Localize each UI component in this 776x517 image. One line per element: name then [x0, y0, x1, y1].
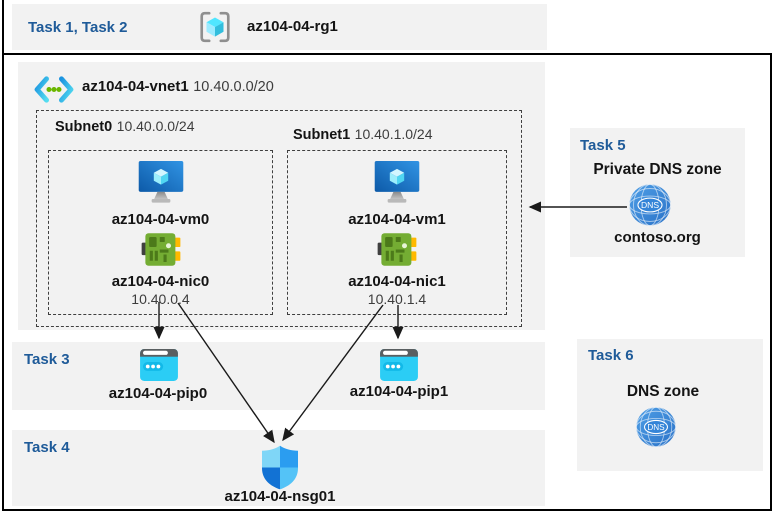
virtual-network-icon	[34, 76, 74, 103]
subnet0-content: az104-04-vm0 az104-04-nic0 10.40.0.4	[49, 151, 272, 314]
subnet0-name: Subnet0	[55, 119, 113, 135]
nic1-icon	[377, 233, 417, 266]
dns-zone-icon: DNS	[636, 407, 676, 447]
nic0-ip: 10.40.0.4	[131, 291, 190, 307]
task5-label: Task 5	[580, 137, 626, 154]
nic1-name: az104-04-nic1	[348, 273, 446, 290]
subnet0-cidr: 10.40.0.0/24	[116, 118, 195, 134]
vnet-cidr: 10.40.0.0/20	[193, 79, 274, 95]
private-dns-zone-title: Private DNS zone	[593, 161, 722, 178]
nic0-icon	[141, 233, 180, 266]
frame-border	[2, 53, 772, 511]
dns-icon-text: DNS	[641, 200, 659, 210]
nic0-name: az104-04-nic0	[111, 273, 210, 290]
task4-label: Task 4	[24, 439, 70, 456]
resource-group-icon	[200, 11, 230, 43]
private-dns-zone-icon: DNS	[629, 184, 671, 226]
task5-box: Task 5 Private DNS zone DNS contoso.org	[570, 128, 745, 257]
vm1-icon	[374, 160, 420, 203]
resource-group-name: az104-04-rg1	[247, 18, 338, 35]
pip1-icon	[380, 349, 418, 381]
private-dns-zone-name: contoso.org	[614, 229, 701, 246]
task6-box: Task 6 DNS zone DNS	[577, 339, 763, 471]
dns-icon-text: DNS	[647, 423, 665, 432]
vnet-title: az104-04-vnet1 10.40.0.0/20	[82, 78, 274, 96]
vm0-name: az104-04-vm0	[111, 211, 210, 228]
frame-left-segment	[2, 0, 4, 55]
subnet0-box: az104-04-vm0 az104-04-nic0 10.40.0.4	[48, 150, 273, 315]
resource-group-band: Task 1, Task 2 az104-04-rg1	[12, 4, 547, 50]
subnet1-name: Subnet1	[293, 127, 351, 143]
subnet1-box: az104-04-vm1 az104-04-nic1 10.40.1.4	[287, 150, 507, 315]
vm1-name: az104-04-vm1	[348, 211, 446, 228]
subnet1-cidr: 10.40.1.0/24	[354, 126, 433, 142]
nsg-name: az104-04-nsg01	[224, 488, 336, 505]
pip1-name: az104-04-pip1	[349, 383, 449, 400]
subnets-dashed-group: Subnet0 10.40.0.0/24 Subnet1 10.40.1.0/2…	[36, 110, 522, 327]
dns-zone-title: DNS zone	[626, 383, 700, 400]
subnet0-header: Subnet0 10.40.0.0/24	[55, 118, 195, 136]
vnet-name: az104-04-vnet1	[82, 78, 189, 95]
subnet1-content: az104-04-vm1 az104-04-nic1 10.40.1.4	[288, 151, 506, 314]
task3-band: Task 3 az104-04-pip0 az104-04-pip1	[12, 342, 545, 410]
subnet1-header: Subnet1 10.40.1.0/24	[293, 126, 433, 144]
vm0-icon	[138, 160, 183, 203]
nic1-ip: 10.40.1.4	[367, 291, 427, 307]
task6-label: Task 6	[588, 347, 634, 364]
task-1-2-label: Task 1, Task 2	[28, 19, 128, 36]
nsg-shield-icon	[262, 445, 298, 490]
pip0-icon	[140, 349, 178, 381]
task3-label: Task 3	[24, 351, 70, 368]
vnet-container: az104-04-vnet1 10.40.0.0/20	[18, 62, 545, 330]
task4-band: Task 4 az104-04-nsg01	[12, 430, 545, 506]
pip0-name: az104-04-pip0	[108, 385, 208, 402]
